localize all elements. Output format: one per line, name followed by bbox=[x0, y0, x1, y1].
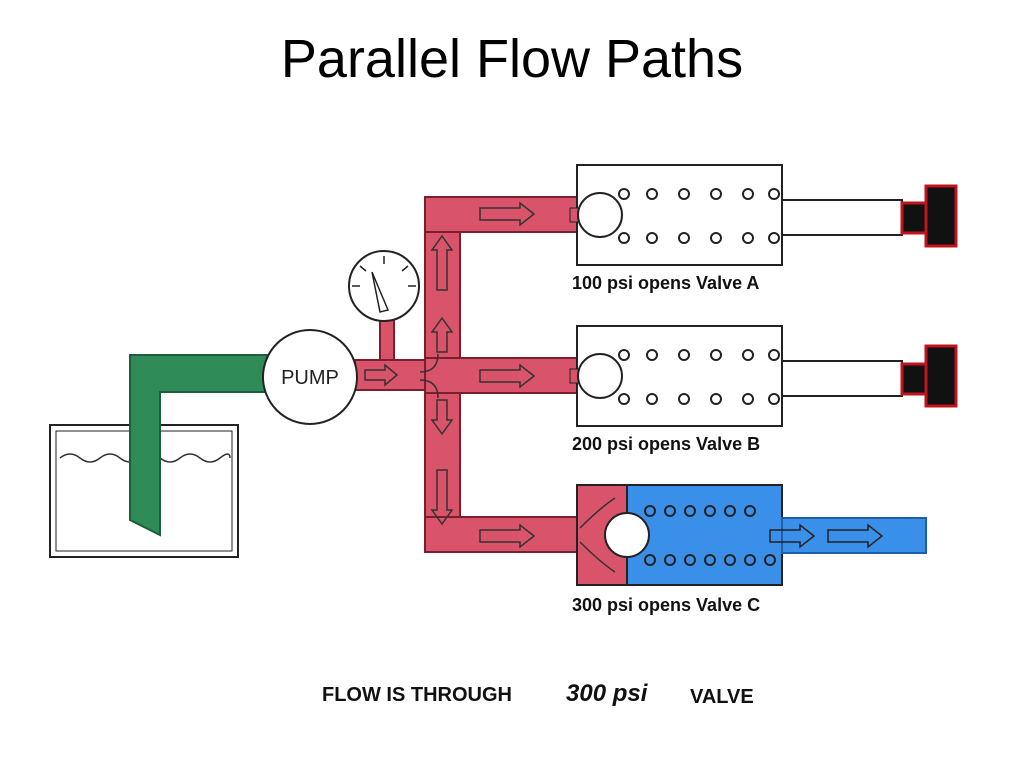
valve-a-caption: 100 psi opens Valve A bbox=[572, 273, 759, 293]
arrow-right-icon bbox=[479, 201, 536, 227]
flow-arrows bbox=[364, 201, 536, 549]
split-arrow-icon bbox=[419, 353, 439, 399]
footer-suffix: VALVE bbox=[690, 686, 754, 708]
pressure-gauge-icon bbox=[348, 250, 420, 322]
arrow-up-icon bbox=[430, 316, 454, 353]
arrow-right-icon bbox=[827, 523, 884, 549]
pressure-lines bbox=[354, 196, 581, 553]
arrow-down-icon bbox=[430, 469, 454, 526]
arrow-right-icon bbox=[479, 363, 536, 389]
valve-b bbox=[569, 325, 958, 427]
valve-c-caption: 300 psi opens Valve C bbox=[572, 595, 760, 615]
page-title: Parallel Flow Paths bbox=[280, 29, 744, 89]
valve-b-caption: 200 psi opens Valve B bbox=[572, 434, 760, 454]
arrow-right-icon bbox=[769, 523, 816, 549]
pump: PUMP bbox=[262, 329, 358, 425]
valve-c bbox=[576, 484, 927, 586]
valve-a bbox=[569, 164, 958, 266]
arrow-right-icon bbox=[364, 363, 399, 387]
pump-label: PUMP bbox=[281, 367, 339, 389]
footer-prefix: FLOW IS THROUGH bbox=[322, 684, 512, 706]
arrow-down-icon bbox=[430, 399, 454, 436]
arrow-right-icon bbox=[479, 523, 536, 549]
arrow-up-icon bbox=[430, 234, 454, 291]
footer-pressure: 300 psi bbox=[566, 680, 649, 707]
